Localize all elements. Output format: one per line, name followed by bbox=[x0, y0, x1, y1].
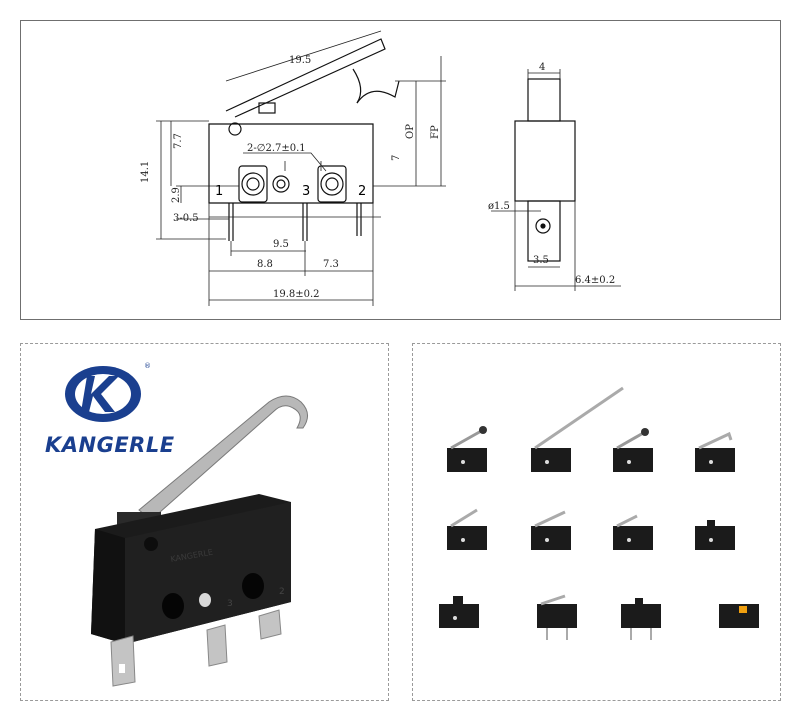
variant-pcb-plunger bbox=[621, 598, 661, 640]
kangerle-logo-icon bbox=[65, 366, 141, 422]
dim-inner-height: 7 bbox=[391, 155, 402, 161]
variant-small-lever bbox=[613, 514, 653, 550]
variant-hook-lever bbox=[695, 431, 735, 472]
technical-drawing-panel: 19.5 14.1 7.7 2.9 3-0.5 7 OP FP 2-∅2.7±0… bbox=[20, 20, 781, 320]
dim-fp: FP bbox=[430, 125, 441, 139]
lever-pivot bbox=[258, 102, 276, 114]
dim-left-span: 8.8 bbox=[257, 259, 273, 270]
dim-op: OP bbox=[405, 124, 416, 139]
technical-drawing: 19.5 14.1 7.7 2.9 3-0.5 7 OP FP 2-∅2.7±0… bbox=[140, 30, 621, 306]
variant-pin-plunger bbox=[439, 596, 479, 628]
dim-side-top-width: 4 bbox=[539, 62, 545, 73]
variant-straight-lever bbox=[531, 510, 571, 550]
variant-roller-lever bbox=[447, 426, 487, 472]
dim-terminal-pitch: 9.5 bbox=[273, 239, 289, 250]
pivot-hole bbox=[228, 122, 242, 136]
dim-hole-callout: 2-∅2.7±0.1 bbox=[247, 143, 306, 154]
variant-long-lever bbox=[531, 386, 624, 472]
dim-side-width: 6.4±0.2 bbox=[575, 275, 615, 286]
brand-name: KANGERLE bbox=[45, 433, 175, 457]
dim-side-hole-offset: 3.5 bbox=[533, 255, 549, 266]
dim-lever-length: 19.5 bbox=[289, 55, 311, 66]
switch-body-outline bbox=[208, 123, 374, 204]
dim-side-hole: ø1.5 bbox=[488, 201, 510, 212]
variant-short-lever bbox=[447, 508, 487, 550]
dim-right-span: 7.3 bbox=[323, 259, 339, 270]
variants-gallery bbox=[439, 386, 759, 640]
terminal-label-3: 3 bbox=[302, 184, 310, 199]
registered-mark: ® bbox=[144, 362, 151, 370]
microswitch-photo: KANGERLE 3 2 bbox=[91, 395, 308, 687]
terminal-mark-3: 3 bbox=[227, 599, 233, 609]
product-photo: ® KANGERLE KANGERLE 3 2 bbox=[45, 362, 308, 687]
dim-body-length: 19.8±0.2 bbox=[273, 289, 320, 300]
dim-terminal-height: 2.9 bbox=[171, 187, 182, 203]
variants-gallery-panel bbox=[412, 343, 781, 701]
dim-upper-height: 7.7 bbox=[173, 133, 184, 149]
variant-orange-button bbox=[719, 604, 759, 628]
dim-height-total: 14.1 bbox=[140, 161, 151, 183]
side-view bbox=[514, 78, 576, 262]
dim-terminal-offset: 3-0.5 bbox=[173, 213, 199, 224]
terminal-label-1: 1 bbox=[215, 184, 223, 199]
variant-roller-lever-short bbox=[613, 428, 653, 472]
product-photo-panel: ® KANGERLE KANGERLE 3 2 bbox=[20, 343, 389, 701]
variant-plain-plunger bbox=[695, 520, 735, 550]
terminal-label-2: 2 bbox=[358, 184, 366, 199]
variant-pcb-lever bbox=[537, 594, 577, 640]
lever-outline bbox=[225, 38, 386, 118]
terminal-mark-2: 2 bbox=[279, 587, 285, 597]
